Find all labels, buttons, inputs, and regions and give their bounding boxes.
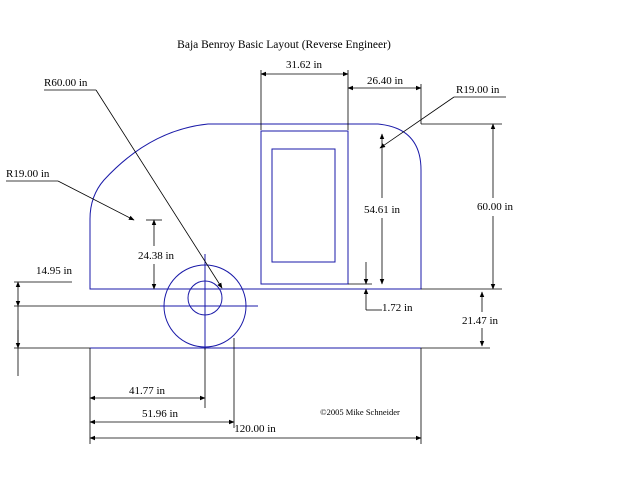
dim-overall-height: 60.00 in [421, 123, 514, 290]
dim-overall-length: 120.00 in [89, 423, 422, 441]
trailer-outline [89, 123, 422, 349]
dim-door-sill: 1.72 in [348, 262, 413, 314]
dim-door-sill-label: 1.72 in [382, 302, 413, 314]
wheel [160, 254, 258, 350]
dim-rear-radius: R19.00 in [379, 84, 506, 149]
dim-door-height: 54.61 in [364, 133, 401, 285]
dim-axle-offset-label: 41.77 in [129, 385, 166, 397]
dim-axle-height: 14.95 in [14, 265, 160, 307]
dim-roof-radius-label: R60.00 in [44, 77, 88, 89]
door-outline [260, 130, 349, 285]
dim-ground-clearance-label: 21.47 in [462, 315, 499, 327]
dim-axle-height-label: 14.95 in [36, 265, 73, 277]
dim-front-curve-height: 24.38 in [138, 219, 175, 290]
dim-front-radius-label: R19.00 in [6, 168, 50, 180]
dim-wheel-rear-edge: 51.96 in [89, 408, 235, 425]
dim-door-width-label: 31.62 in [286, 59, 323, 71]
dim-door-width: 31.62 in [260, 59, 349, 130]
dim-roof-radius: R60.00 in [44, 77, 223, 289]
drawing-title: Baja Benroy Basic Layout (Reverse Engine… [177, 39, 391, 51]
dim-wheel-rear-edge-label: 51.96 in [142, 408, 179, 420]
copyright-text: ©2005 Mike Schneider [320, 407, 400, 417]
dim-rear-radius-label: R19.00 in [456, 84, 500, 96]
dim-rear-offset: 26.40 in [347, 75, 422, 124]
dim-overall-length-label: 120.00 in [234, 423, 276, 435]
dim-front-curve-height-label: 24.38 in [138, 250, 175, 262]
dim-ground-clearance: 21.47 in [421, 291, 499, 349]
dim-rear-offset-label: 26.40 in [367, 75, 404, 87]
dim-front-radius: R19.00 in [6, 168, 135, 221]
dim-ground-left [14, 306, 90, 376]
dim-door-height-label: 54.61 in [364, 204, 401, 216]
window-outline [271, 148, 336, 263]
dim-overall-height-label: 60.00 in [477, 201, 514, 213]
dim-axle-offset: 41.77 in [89, 385, 206, 401]
